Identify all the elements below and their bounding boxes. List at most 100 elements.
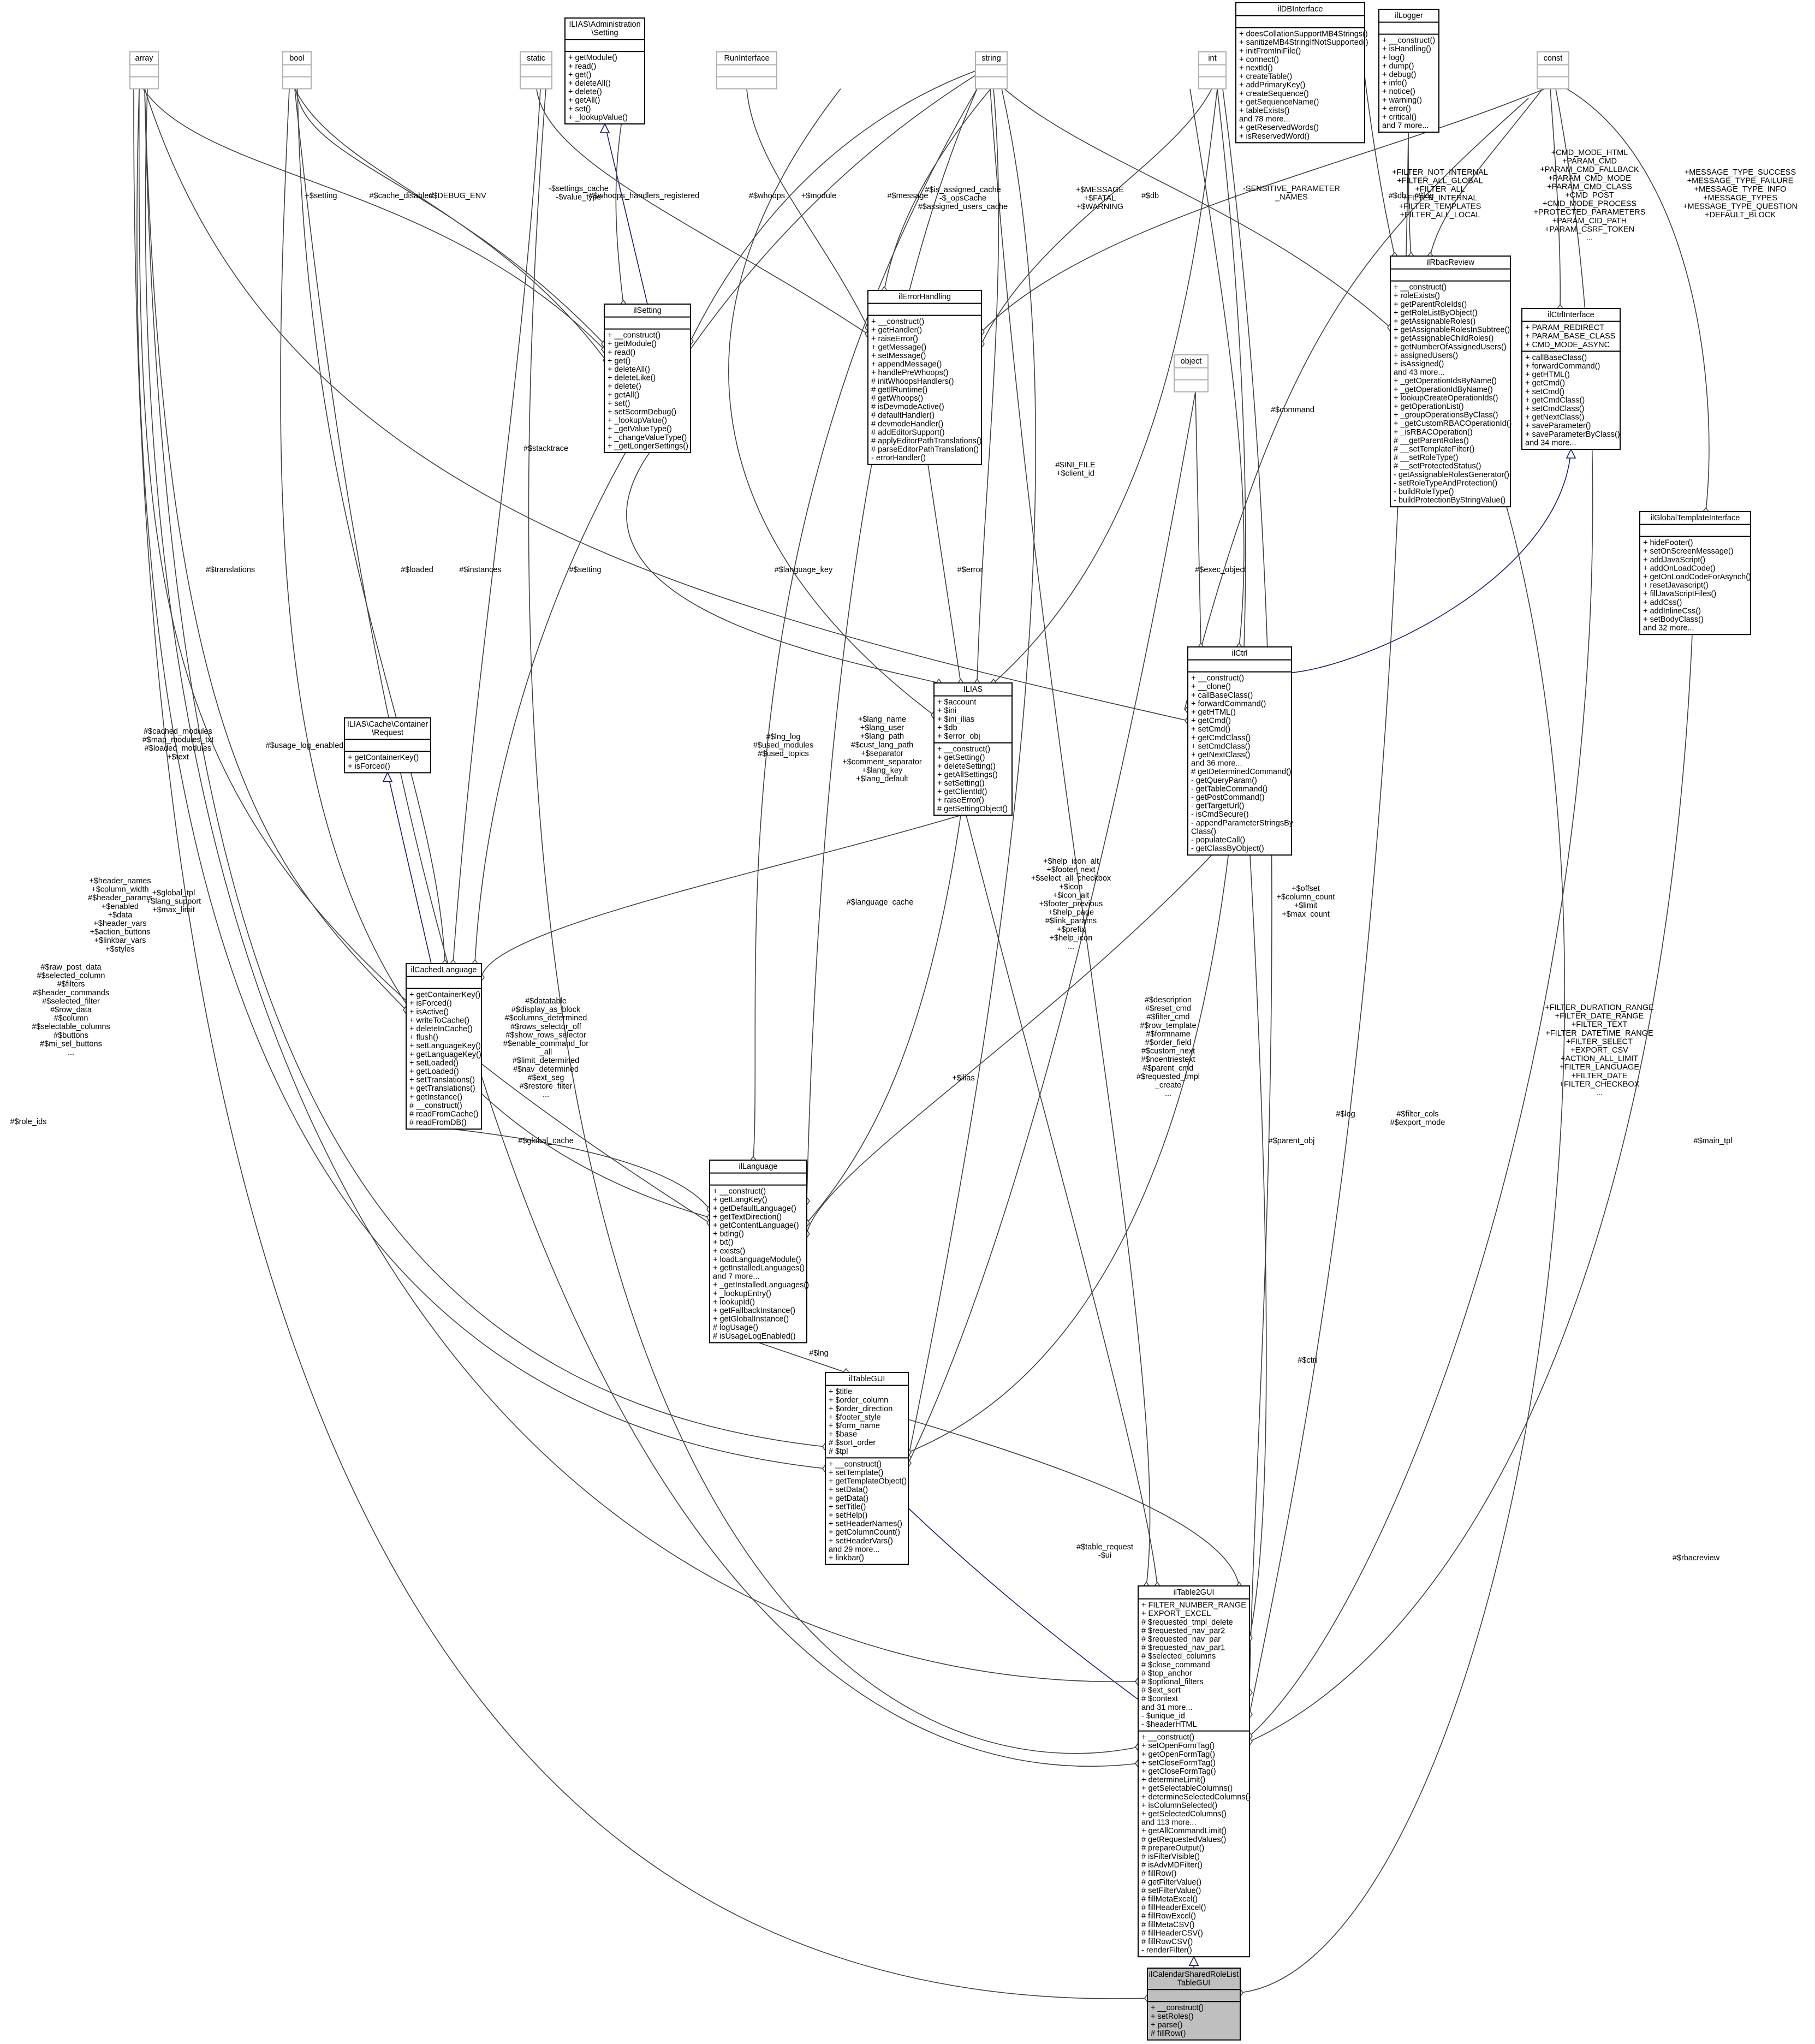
inheritance-arrow: [599, 123, 610, 133]
edge-label-line: +PARAM_CMD_FALLBACK: [1540, 165, 1639, 174]
class-operation: + setOpenFormTag(): [1141, 1742, 1215, 1750]
class-cacherequest[interactable]: ILIAS\Cache\Container\Request+ getContai…: [344, 717, 431, 774]
class-box: [1198, 51, 1227, 90]
edge-label-line: +FILTER_ALL_LOCAL: [1400, 211, 1480, 219]
class-bool[interactable]: bool: [282, 51, 312, 90]
class-illogger[interactable]: ilLogger+ __construct()+ isHandling()+ l…: [1378, 9, 1439, 133]
class-operation: + getNumberOfAssignedUsers(): [1394, 343, 1507, 352]
edge-path: [1195, 391, 1201, 647]
association-edge: [1249, 855, 1267, 1638]
class-ildbinterface[interactable]: ilDBInterface+ doesCollationSupportMB4St…: [1235, 2, 1368, 144]
class-array[interactable]: array: [129, 51, 159, 90]
class-int[interactable]: int: [1198, 51, 1227, 90]
association-edge: [753, 88, 978, 1161]
class-operation: # fillRow(): [1141, 1869, 1176, 1878]
edge-label-line: +$limit: [1294, 901, 1317, 910]
class-ilctrlinterface[interactable]: ilCtrlInterface+ PARAM_REDIRECT+ PARAM_B…: [1521, 308, 1621, 450]
edge-label-line: #$selectable_columns: [32, 1023, 110, 1031]
association-edge: [280, 88, 710, 1218]
edge-label-language_cache: #$language_cache: [847, 898, 914, 907]
edge-path: [981, 88, 1212, 344]
edge-label-line: +PARAM_CSRF_TOKEN: [1545, 225, 1634, 234]
class-operation: + txtlng(): [713, 1230, 744, 1239]
edge-path: [990, 88, 1151, 1587]
class-operation: + setTitle(): [829, 1502, 866, 1511]
edge-label-line: _NAMES: [1275, 193, 1308, 202]
edge-label-line: #$header_commands: [33, 989, 109, 997]
class-iltable2gui[interactable]: ilTable2GUI+ FILTER_NUMBER_RANGE+ EXPORT…: [1138, 1585, 1251, 1958]
class-ilcachedlanguage[interactable]: ilCachedLanguage+ getContainerKey()+ isF…: [406, 963, 482, 1130]
class-operation: - errorHandler(): [871, 454, 926, 462]
class-setting_admin[interactable]: ILIAS\Administration\Setting+ getModule(…: [564, 17, 645, 124]
edge-label-setting_array: +$setting: [305, 192, 337, 200]
association-edge: [1184, 98, 1529, 710]
class-operation: + flush(): [409, 1033, 438, 1042]
class-operation: + get(): [608, 356, 630, 365]
class-operation: + getMessage(): [871, 343, 926, 352]
class-object[interactable]: object: [1174, 354, 1209, 393]
edge-label-err_const: +$MESSAGE+$FATAL+$WARNING: [1076, 186, 1124, 211]
edge-path: [136, 88, 826, 1469]
class-ilias[interactable]: ILIAS+ $account+ $ini+ $ini_ilias+ $db+ …: [933, 682, 1013, 816]
class-attribute: + $account: [937, 698, 976, 707]
class-attribute: - $unique_id: [1141, 1712, 1185, 1720]
edge-label-line: #$limit_determined: [513, 1056, 580, 1065]
edge-label-line: +FILTER_DURATION_RANGE: [1545, 1003, 1654, 1012]
inheritance-edge: [604, 123, 648, 305]
edge-label-line: +FILTER_SELECT: [1566, 1037, 1633, 1046]
class-operation: # fillMetaExcel(): [1141, 1895, 1198, 1904]
edge-label-usage_log: #$usage_log_enabled: [266, 741, 344, 750]
class-static[interactable]: static: [520, 51, 552, 90]
class-runinterface[interactable]: RunInterface: [716, 51, 777, 90]
association-edge: [136, 88, 826, 1469]
edge-label-line: #$instances: [459, 566, 501, 574]
class-operation: - getQueryParam(): [1191, 776, 1257, 785]
class-string[interactable]: string: [975, 51, 1008, 90]
edge-label-line: +FILTER_ALL_GLOBAL: [1397, 177, 1483, 186]
class-operation: + getNextClass(): [1525, 413, 1584, 422]
class-ilerrorhandling[interactable]: ilErrorHandling+ __construct()+ getHandl…: [867, 290, 982, 465]
class-operation: + log(): [1382, 54, 1405, 62]
class-operation: + getTranslations(): [409, 1084, 475, 1093]
class-operation: - getAssignableRolesGenerator(): [1394, 471, 1509, 479]
class-ilrbacreview[interactable]: ilRbacReview+ __construct()+ roleExists(…: [1390, 255, 1511, 508]
edge-label-line: #$log: [1336, 1110, 1355, 1119]
class-ilctrl[interactable]: ilCtrl+ __construct()+ __clone()+ callBa…: [1187, 646, 1294, 856]
edge-label-line: -$_opsCache: [939, 194, 986, 203]
class-operation: # initWhoopsHandlers(): [871, 377, 954, 386]
edge-path: [1004, 88, 1391, 328]
edge-label-line: +EXPORT_CSV: [1570, 1046, 1628, 1055]
class-iltablegui[interactable]: ilTableGUI+ $title+ $order_column+ $orde…: [825, 1372, 909, 1565]
class-const[interactable]: const: [1537, 51, 1569, 90]
edge-label-line: #$nav_determined: [513, 1065, 579, 1074]
association-edge: [297, 88, 445, 964]
edge-path: [806, 854, 1212, 1234]
class-operation: + deleteInCache(): [409, 1025, 473, 1033]
class-operation: - isCmdSecure(): [1191, 810, 1249, 819]
edge-label-line: #$error: [957, 566, 983, 574]
association-edge: [908, 1419, 1240, 1587]
association-edge: [1550, 88, 1561, 309]
class-operation: # readFromDB(): [409, 1119, 467, 1127]
edge-path: [144, 88, 826, 1447]
edge-label-global_tpl: +$global_tpl+$lang_support+$max_limit: [146, 889, 201, 914]
class-title: static: [527, 54, 545, 63]
class-operation: - setRoleTypeAndProtection(): [1394, 479, 1497, 488]
association-edge: [1364, 76, 1395, 257]
edge-label-line: +FILTER_CHECKBOX: [1560, 1080, 1640, 1089]
class-ilglobaltemplate[interactable]: ilGlobalTemplateInterface+ hideFooter()+…: [1639, 511, 1751, 635]
edge-path: [1189, 88, 1245, 647]
class-operation: + __construct(): [937, 745, 990, 754]
class-operation: # parseEditorPathTranslation(): [871, 445, 979, 454]
class-box: [933, 682, 1013, 816]
class-ilsetting[interactable]: ilSetting+ __construct()+ getModule()+ r…: [604, 304, 691, 453]
edge-label-line: #$DEBUG_ENV: [429, 192, 486, 200]
edge-label-parent_obj: #$parent_obj: [1269, 1137, 1315, 1145]
class-operation: + info(): [1382, 79, 1407, 88]
inheritance-arrow: [1188, 1956, 1199, 1966]
association-edge: [144, 88, 1188, 721]
edge-path: [138, 88, 710, 1223]
class-illanguage[interactable]: ilLanguage+ __construct()+ getLangKey()+…: [709, 1160, 809, 1344]
class-box: [867, 290, 982, 465]
